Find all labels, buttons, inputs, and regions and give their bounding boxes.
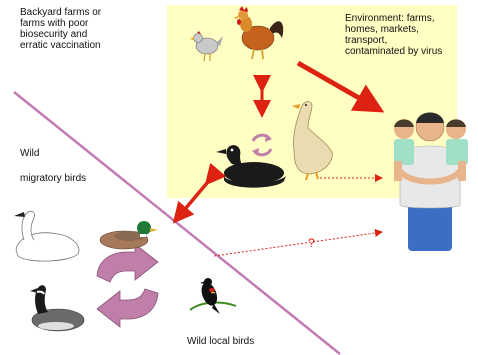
arrow-duck-migratory [175, 183, 207, 221]
mallard-icon [100, 221, 158, 249]
label-wild-migratory: migratory birds [20, 173, 86, 184]
label-backyard-farms: Backyard farms or farms with poor biosec… [20, 7, 101, 51]
swan-icon [14, 211, 79, 261]
duck-icon [216, 145, 286, 188]
hen-icon [190, 31, 223, 61]
canada-goose-icon [30, 285, 84, 331]
small-cycle-icon [252, 134, 272, 156]
dotted-arrow-wild-to-human [214, 232, 382, 256]
goose-icon [292, 102, 332, 181]
red-winged-blackbird-icon [190, 278, 236, 314]
question-mark-label: ? [308, 238, 315, 249]
family-icon [394, 113, 468, 252]
label-environment: Environment: farms, homes, markets, tran… [345, 13, 442, 57]
label-wild-local-birds: Wild local birds [187, 336, 254, 347]
large-cycle-arrows [97, 244, 158, 327]
rooster-icon [233, 6, 283, 59]
label-wild-title: Wild [20, 148, 39, 159]
